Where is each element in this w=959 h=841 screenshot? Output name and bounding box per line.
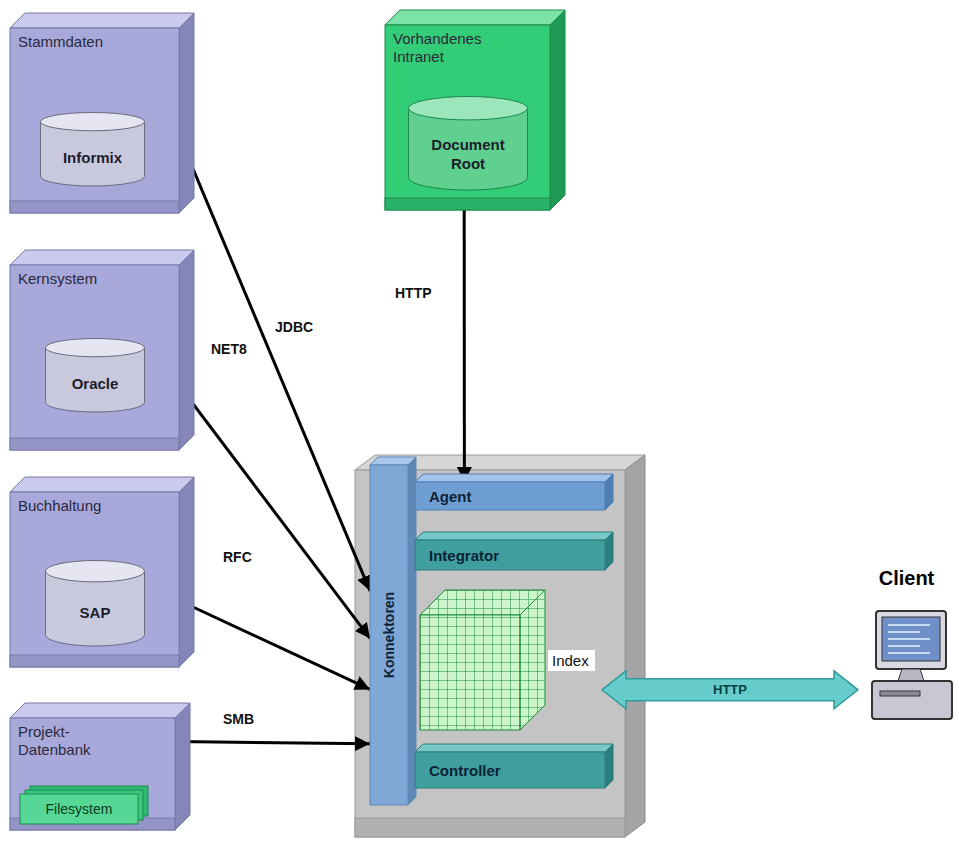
box-top	[10, 703, 190, 718]
box-top	[385, 10, 565, 25]
box-side	[605, 744, 613, 788]
protocol-label: RFC	[220, 548, 255, 566]
box-side	[550, 10, 565, 210]
screen-line	[888, 645, 920, 647]
cylinder-shape	[45, 560, 145, 646]
node-label: Informix	[63, 148, 122, 167]
box-top	[415, 474, 613, 482]
box-plinth	[10, 201, 179, 213]
box-top	[10, 250, 194, 265]
database-cylinder: Informix	[40, 112, 145, 186]
box-side	[605, 532, 613, 570]
screen-line	[888, 631, 920, 633]
node-label: Projekt- Datenbank	[10, 718, 116, 764]
monitor-stand	[898, 669, 924, 681]
database-cylinder: Oracle	[45, 338, 145, 412]
node-label: SAP	[80, 603, 111, 622]
system-box: Projekt- DatenbankFilesystem	[10, 718, 175, 830]
box-plinth	[10, 655, 179, 667]
box-top	[10, 477, 194, 492]
system-box: BuchhaltungSAP	[10, 492, 179, 667]
protocol-arrow	[179, 385, 370, 638]
connector-column: Konnektoren	[370, 465, 408, 805]
client-computer: Client	[858, 565, 955, 725]
system-box: Vorhandenes IntranetDocument Root	[385, 25, 550, 210]
cube-front	[420, 615, 520, 730]
protocol-arrow	[175, 742, 370, 744]
box-top	[415, 744, 613, 752]
node-label: Index	[548, 650, 595, 671]
server-side	[625, 455, 645, 837]
protocol-arrow	[179, 601, 370, 690]
cylinder-top	[409, 97, 528, 120]
cylinder-top	[46, 339, 145, 357]
monitor-frame	[876, 611, 946, 669]
protocol-label: SMB	[220, 710, 257, 728]
protocol-arrow	[463, 210, 466, 482]
box-side	[179, 250, 194, 450]
box-plinth	[385, 198, 550, 210]
node-label: Controller	[429, 762, 501, 779]
box-front	[415, 482, 605, 510]
box-side	[605, 474, 613, 510]
index-cube: Index	[420, 590, 602, 730]
protocol-label: HTTP	[710, 682, 750, 698]
node-label: Document Root	[426, 135, 510, 173]
monitor-screen	[882, 617, 940, 661]
protocol-arrow	[179, 135, 370, 591]
node-label: Agent	[429, 488, 472, 505]
box-side	[179, 13, 194, 213]
drive-slot	[880, 691, 920, 696]
node-label: Integrator	[429, 547, 499, 564]
http-double-arrow	[602, 671, 858, 709]
cylinder-top	[46, 561, 145, 582]
cylinder-body	[46, 571, 145, 646]
cylinder-body	[409, 108, 528, 190]
cube-side	[520, 590, 545, 730]
node-label: Oracle	[72, 374, 119, 393]
node-label: Kernsystem	[10, 265, 179, 293]
box-front	[10, 28, 179, 213]
box-front	[370, 465, 408, 805]
node-label: Konnektoren	[381, 592, 397, 678]
system-box: KernsystemOracle	[10, 265, 179, 450]
screen-line	[888, 624, 930, 626]
database-cylinder: Document Root	[408, 96, 528, 190]
node-label: Stammdaten	[10, 28, 179, 56]
protocol-label: NET8	[208, 340, 250, 358]
file-sheet	[20, 794, 138, 824]
cylinder-body	[46, 348, 145, 412]
box-side	[179, 477, 194, 667]
server-plinth	[355, 818, 625, 837]
node-label: Filesystem	[46, 801, 113, 817]
cylinder-top	[41, 113, 145, 131]
box-front	[10, 492, 179, 667]
box-front	[415, 540, 605, 570]
node-label: Client	[858, 565, 955, 590]
box-front	[415, 752, 605, 788]
screen-line	[888, 652, 930, 654]
protocol-label: HTTP	[392, 284, 435, 302]
box-top	[10, 13, 194, 28]
box-front	[385, 25, 550, 210]
screen-line	[888, 638, 930, 640]
node-label: Vorhandenes Intranet	[385, 25, 511, 71]
module-bar: Integrator	[415, 540, 605, 570]
protocol-label: JDBC	[272, 318, 316, 336]
filesystem-stack: Filesystem	[20, 794, 138, 824]
module-bar: Controller	[415, 752, 605, 788]
system-box: StammdatenInformix	[10, 28, 179, 213]
box-front	[10, 265, 179, 450]
node-label: Buchhaltung	[10, 492, 179, 520]
box-top	[415, 532, 613, 540]
box-plinth	[10, 438, 179, 450]
module-bar: Agent	[415, 482, 605, 510]
box-front	[10, 718, 175, 830]
database-cylinder: SAP	[45, 560, 145, 646]
box-side	[175, 703, 190, 830]
cylinder-body	[41, 122, 145, 186]
monitor-base	[872, 681, 952, 719]
